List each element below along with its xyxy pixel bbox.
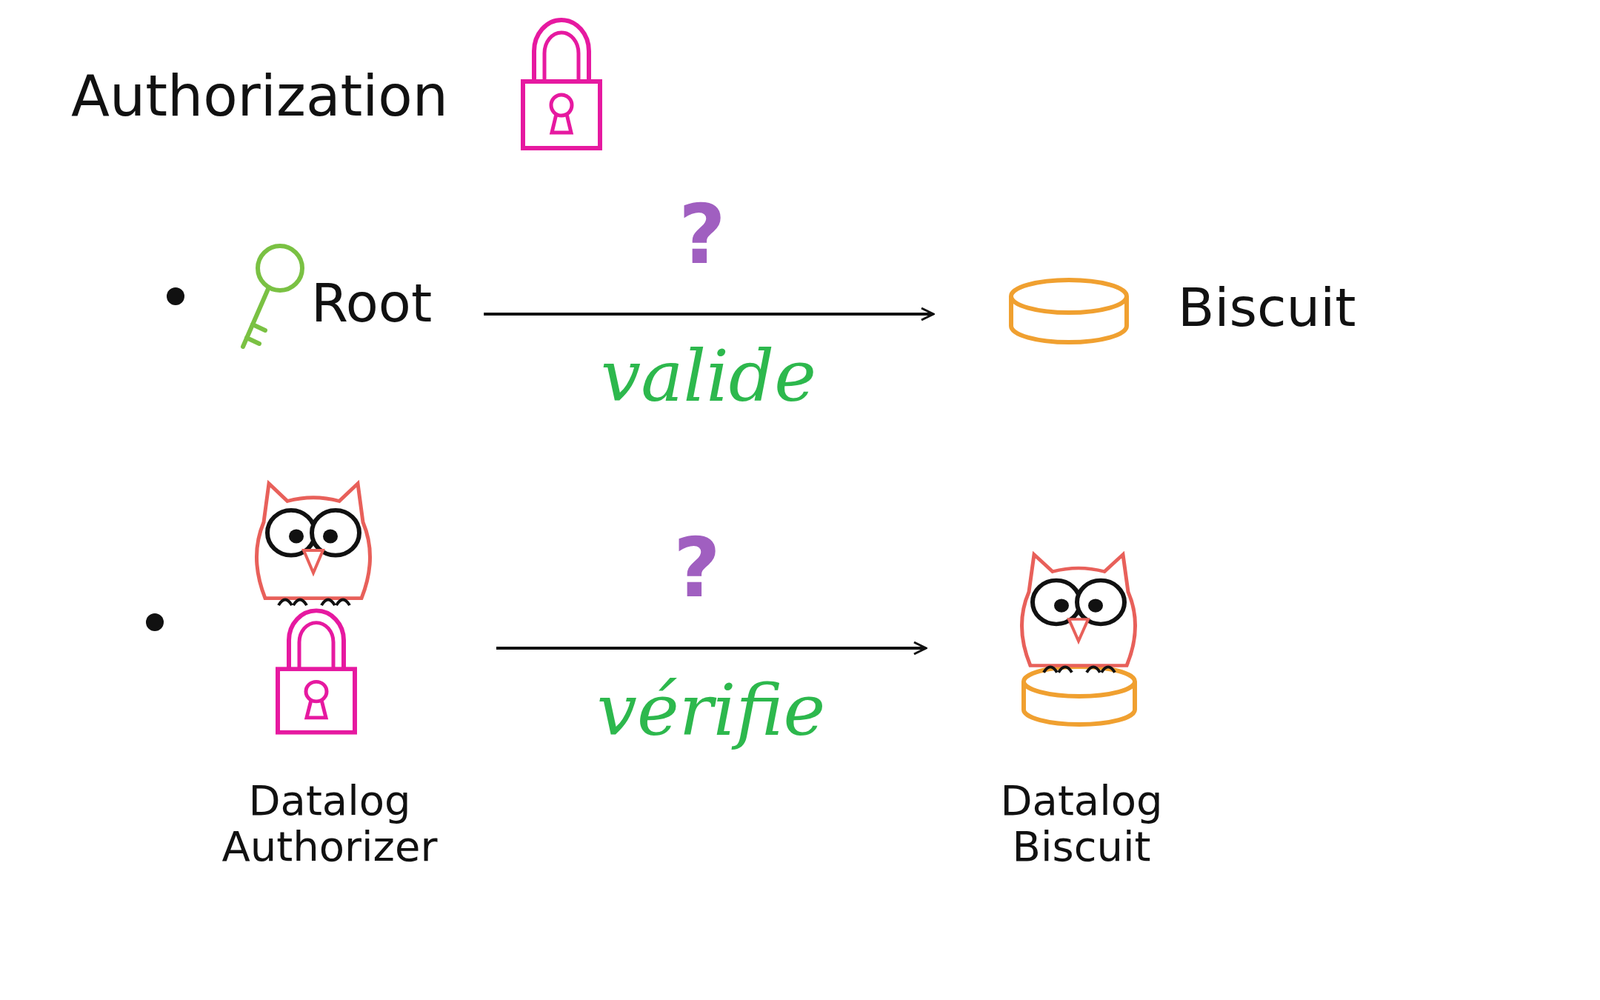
arrow [483,312,934,316]
question-mark: ? [673,527,721,609]
biscuit-icon [1011,280,1127,343]
biscuit-icon [1023,666,1135,725]
key-icon [242,245,303,347]
edge-label: valide [600,340,817,412]
node-text: Biscuit [1177,278,1356,338]
node-text: Root [311,274,432,333]
title-lock [522,20,600,149]
question-mark: ? [678,194,726,276]
icon-node: Root [222,274,484,333]
authorizer-lock [277,610,355,732]
icon-node: Datalog Biscuit [925,540,1238,877]
bullet [166,287,185,306]
bullet [145,613,164,632]
title: Authorization [71,68,449,125]
icon-node: Biscuit [933,278,1363,338]
owl-icon [1021,554,1135,673]
edge-label: vérifie [597,674,826,746]
node-text: Datalog Authorizer [207,777,452,869]
arrow [496,646,926,650]
node-text: Datalog Biscuit [940,777,1223,869]
owl-icon [256,483,370,606]
icon-node: Datalog Authorizer [200,474,497,877]
